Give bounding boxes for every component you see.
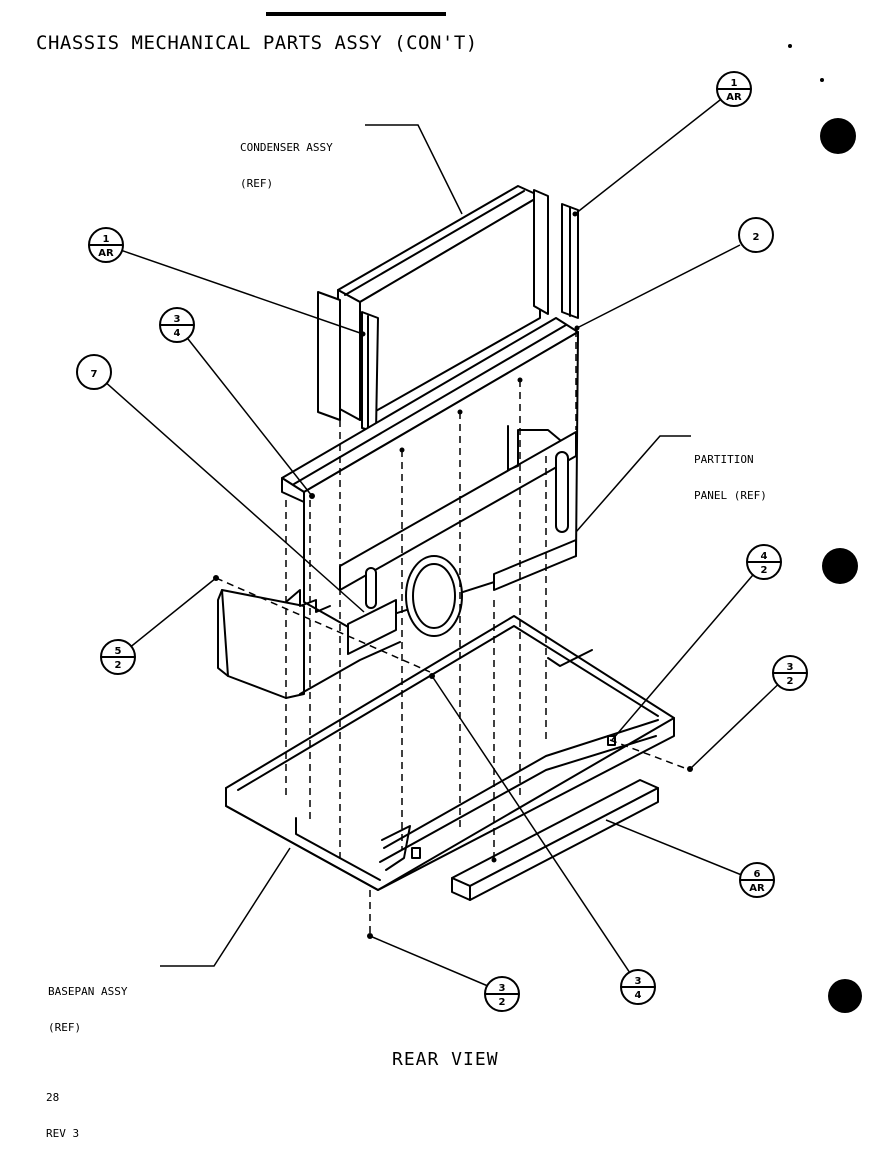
- basepan-assembly: [225, 615, 675, 891]
- callout-6-ar: 6 AR: [739, 862, 775, 898]
- callout-3-2-right: 3 2: [772, 655, 808, 691]
- svg-text:3: 3: [174, 314, 181, 325]
- svg-text:2: 2: [761, 565, 768, 576]
- svg-text:4: 4: [174, 328, 181, 339]
- condenser-label-line2: (REF): [240, 177, 274, 190]
- page-reference: 28 REV 3: [46, 1068, 79, 1164]
- svg-text:2: 2: [499, 997, 506, 1008]
- partition-label-line2: PANEL (REF): [694, 489, 767, 502]
- basepan-label-line2: (REF): [48, 1021, 82, 1034]
- condenser-label-line1: CONDENSER ASSY: [240, 141, 333, 154]
- svg-text:2: 2: [115, 660, 122, 671]
- svg-text:7: 7: [91, 369, 98, 380]
- leader-lines: [93, 88, 791, 993]
- svg-text:AR: AR: [749, 883, 765, 894]
- svg-text:2: 2: [787, 676, 794, 687]
- basepan-assy-label: BASEPAN ASSY (REF): [48, 962, 127, 1058]
- svg-text:AR: AR: [98, 248, 114, 259]
- svg-text:3: 3: [787, 662, 794, 673]
- page-number: 28: [46, 1091, 60, 1104]
- callout-balloons: 1 AR 2 1 AR 3 4 7: [76, 71, 808, 1012]
- alignment-lines: [215, 330, 691, 935]
- svg-text:4: 4: [761, 551, 768, 562]
- view-caption: REAR VIEW: [392, 1049, 499, 1070]
- partition-panel: [217, 317, 579, 699]
- svg-text:6: 6: [754, 869, 761, 880]
- svg-text:1: 1: [731, 78, 738, 89]
- page-title: CHASSIS MECHANICAL PARTS ASSY (CON'T): [36, 32, 478, 54]
- svg-text:5: 5: [115, 646, 122, 657]
- callout-4-2: 4 2: [746, 544, 782, 580]
- callout-7: 7: [76, 354, 112, 390]
- svg-text:AR: AR: [726, 92, 742, 103]
- condenser-assy-label: CONDENSER ASSY (REF): [240, 118, 333, 214]
- scan-marks: [266, 12, 824, 82]
- callout-5-2: 5 2: [100, 639, 136, 675]
- partition-label-line1: PARTITION: [694, 453, 754, 466]
- basepan-label-line1: BASEPAN ASSY: [48, 985, 128, 998]
- svg-text:4: 4: [635, 990, 642, 1001]
- callout-3-4-lower: 3 4: [620, 969, 656, 1005]
- callout-3-4-upper: 3 4: [159, 307, 195, 343]
- callout-3-2-bottom: 3 2: [484, 976, 520, 1012]
- partition-panel-label: PARTITION PANEL (REF): [694, 430, 767, 526]
- binder-holes: [820, 118, 862, 1013]
- svg-text:1: 1: [103, 234, 110, 245]
- svg-text:2: 2: [753, 232, 760, 243]
- svg-text:3: 3: [635, 976, 642, 987]
- lower-rail: [451, 779, 659, 901]
- callout-2: 2: [738, 217, 774, 253]
- callout-1-ar-left: 1 AR: [88, 227, 124, 263]
- callout-1-ar-top: 1 AR: [716, 71, 752, 107]
- svg-text:3: 3: [499, 983, 506, 994]
- exploded-assembly-drawing: 1 AR 2 1 AR 3 4 7: [76, 12, 862, 1013]
- parts-diagram-sheet: 1 AR 2 1 AR 3 4 7: [36, 12, 862, 1140]
